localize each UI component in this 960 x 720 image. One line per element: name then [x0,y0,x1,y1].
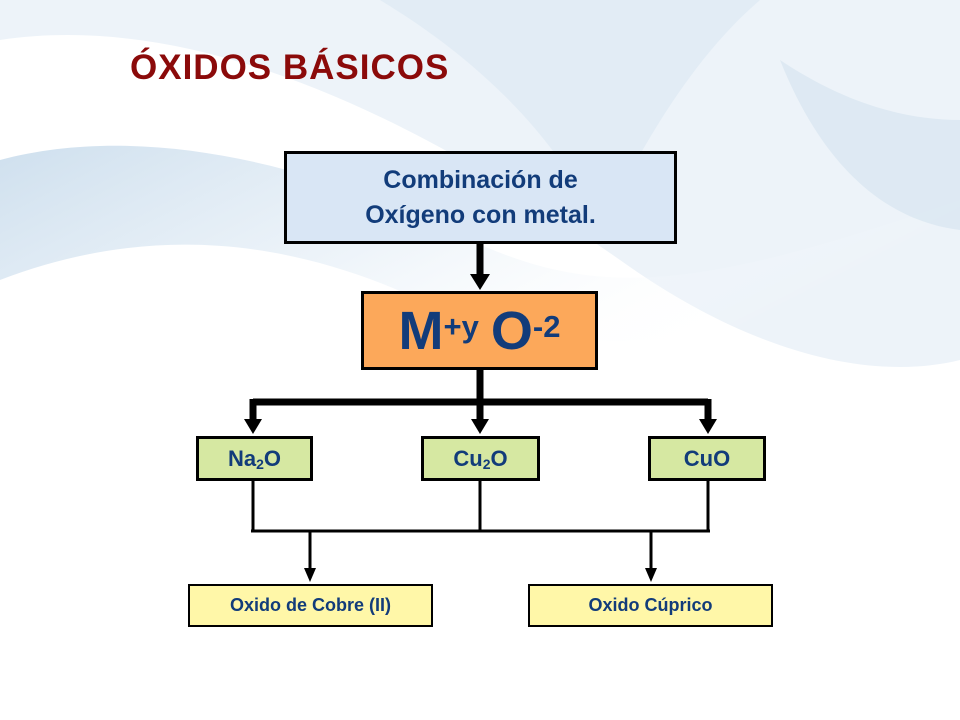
oxide-symbol: CuO [683,445,731,471]
name-box-oxido-de-cobre: Oxido de Cobre (II) [188,584,433,627]
oxide-symbol: Cu [453,445,483,471]
oxide-subscript: 2 [482,455,491,472]
formula-metal-charge: +y [443,308,479,344]
formula-oxygen-charge: -2 [532,308,561,344]
oxide-symbol: O [490,445,508,471]
definition-line-2: Oxígeno con metal. [365,200,596,229]
formula-oxygen: O [490,300,533,361]
general-formula-box: M+y O-2 [361,291,598,370]
oxide-subscript: 2 [256,455,264,472]
definition-line-1: Combinación de [383,165,578,194]
oxide-symbol: O [263,445,282,471]
formula-metal: M [398,300,444,361]
arrow-formula-branch [244,370,717,434]
bracket-oxides-to-names [251,481,710,582]
oxide-box-cuo: CuO [648,436,766,481]
oxide-symbol: Na [227,445,257,471]
oxide-name: Oxido de Cobre (II) [229,595,391,615]
arrow-definition-to-formula [470,244,490,290]
page-title: ÓXIDOS BÁSICOS [130,48,450,87]
name-box-oxido-cuprico: Oxido Cúprico [528,584,773,627]
definition-box: Combinación de Oxígeno con metal. [284,151,677,244]
oxide-name: Oxido Cúprico [588,595,713,615]
